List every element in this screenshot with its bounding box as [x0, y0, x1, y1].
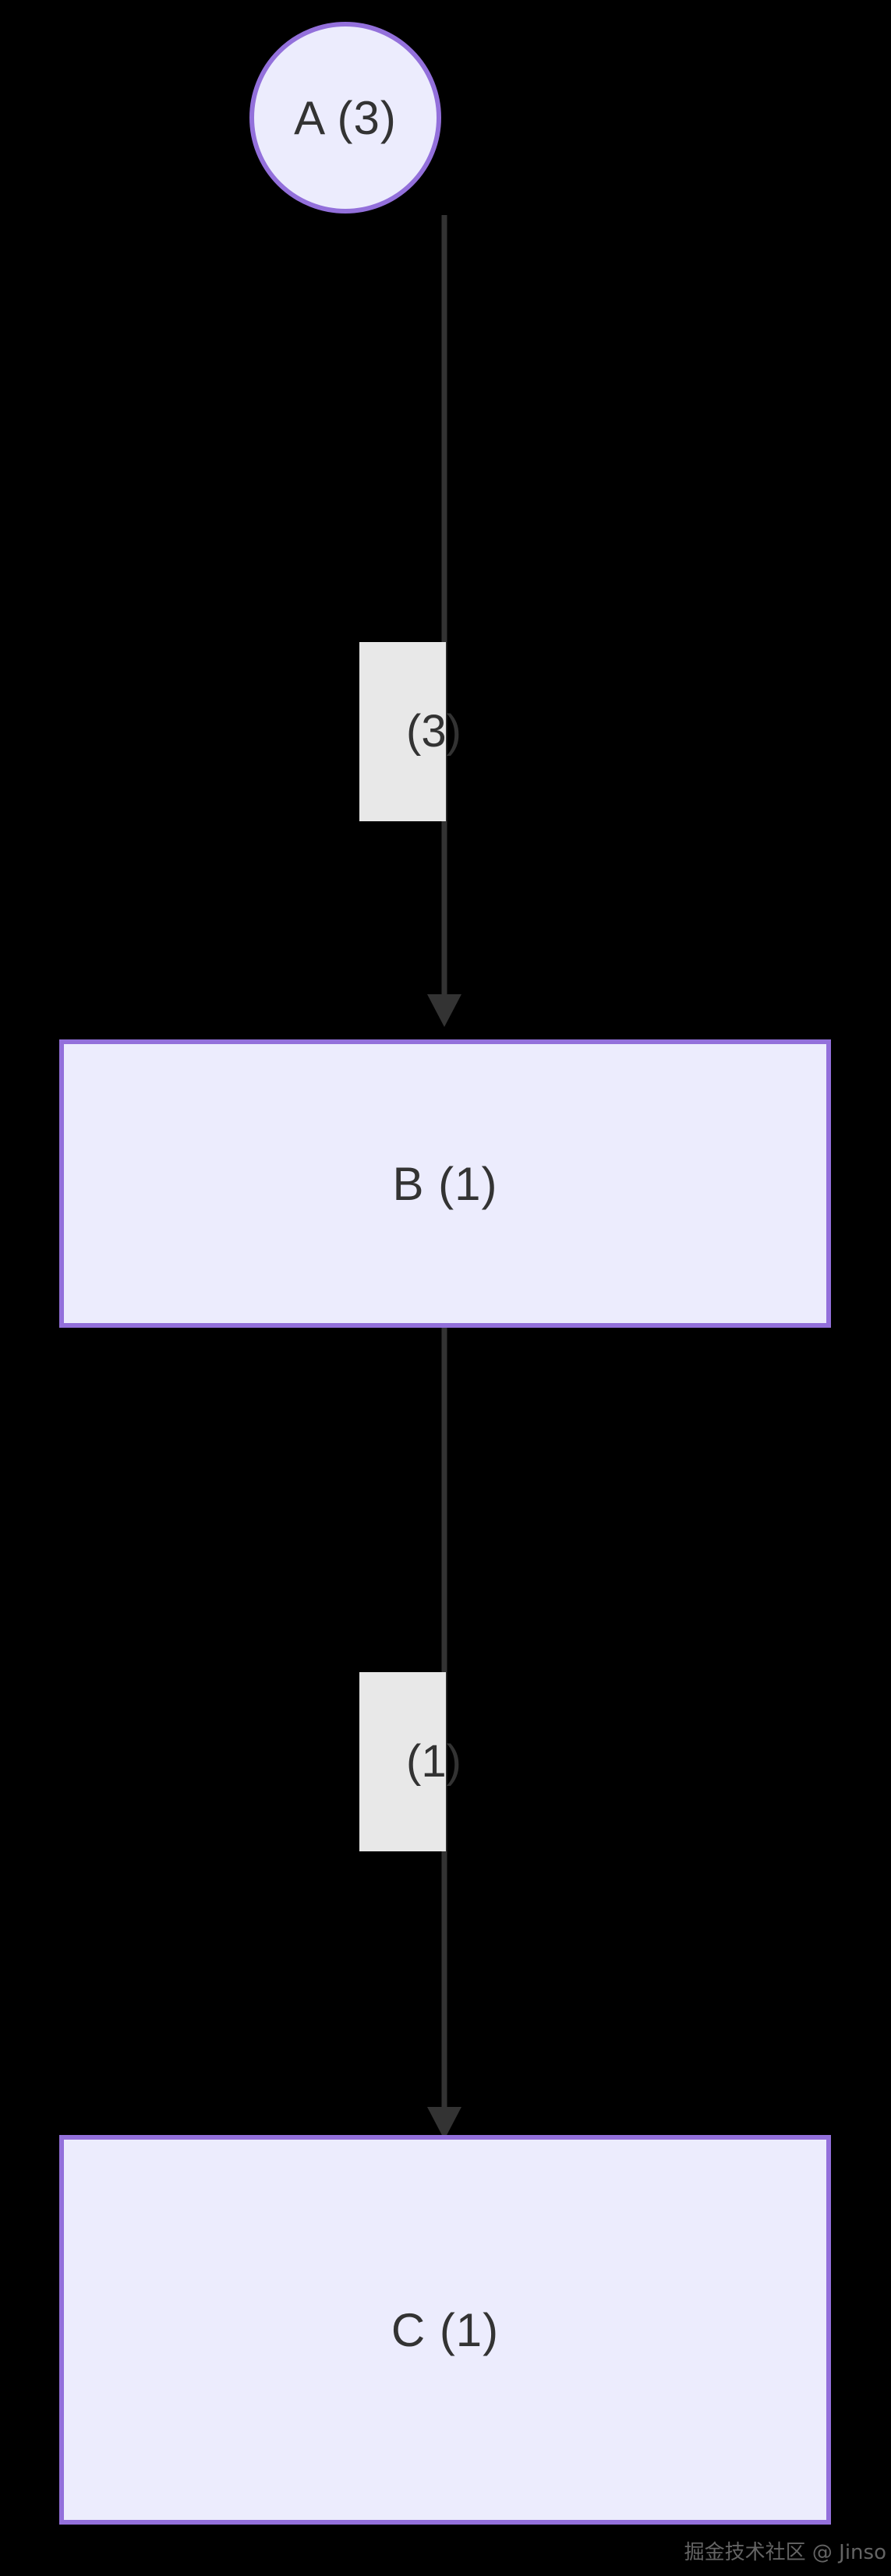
edge-label-a-to-b-text: (3) — [406, 706, 461, 757]
edge-a-to-b-line — [441, 215, 447, 994]
node-c-label: C (1) — [391, 2303, 500, 2356]
edge-label-b-to-c-text: (1) — [406, 1736, 461, 1787]
node-a[interactable]: A (3) — [249, 22, 441, 213]
node-b[interactable]: B (1) — [59, 1039, 831, 1328]
arrow-down-icon-a-to-b — [427, 994, 461, 1027]
edge-label-b-to-c: (1) — [359, 1672, 461, 1851]
watermark: 掘金技术社区 @ Jinso — [684, 2541, 886, 2564]
node-b-label: B (1) — [392, 1157, 498, 1210]
edge-label-a-to-b: (3) — [359, 642, 461, 821]
node-a-label: A (3) — [294, 91, 397, 144]
node-c[interactable]: C (1) — [59, 2135, 831, 2525]
arrow-down-icon-b-to-c — [427, 2107, 461, 2140]
